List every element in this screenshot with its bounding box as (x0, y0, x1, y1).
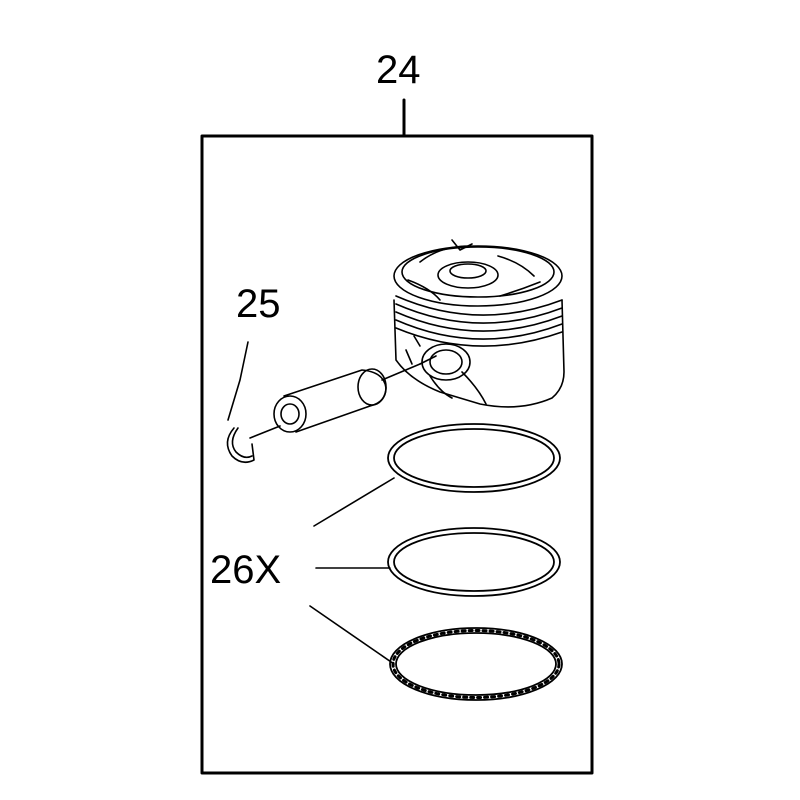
piston-pin (273, 355, 437, 433)
ring-leader-top (313, 477, 395, 527)
piston-ring-oil (389, 627, 563, 701)
piston (393, 239, 565, 408)
piston-ring-top (387, 423, 561, 493)
assembly-frame (200, 134, 594, 775)
retainer-clip (226, 425, 281, 464)
callout-24: 24 (376, 48, 421, 92)
clip-leader (227, 341, 249, 421)
callout-26x: 26X (210, 548, 282, 592)
ring-leader-oil (309, 605, 395, 665)
piston-ring-middle (387, 527, 561, 597)
callout-25: 25 (236, 282, 281, 326)
